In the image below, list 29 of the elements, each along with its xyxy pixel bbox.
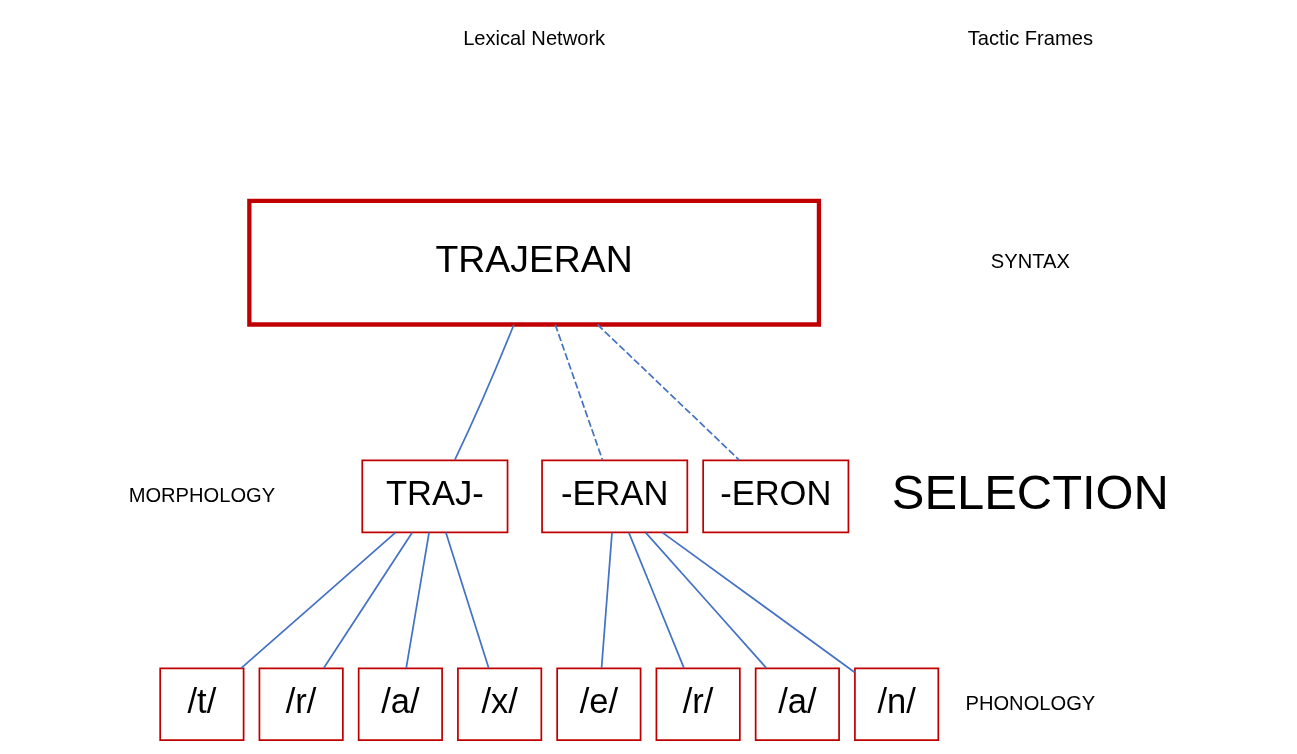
- connector: [445, 531, 490, 669]
- connector: [628, 531, 685, 669]
- label: Lexical Network: [463, 27, 606, 50]
- node-box: -ERAN: [541, 459, 689, 534]
- connector: [596, 323, 740, 461]
- connector: [453, 323, 515, 461]
- node-box: /n/: [854, 667, 940, 742]
- label: PHONOLOGY: [965, 691, 1096, 714]
- node-box: /e/: [556, 667, 642, 742]
- node-box: /a/: [754, 667, 840, 742]
- node-box: -ERON: [702, 459, 850, 534]
- connector: [554, 323, 604, 461]
- connector: [323, 531, 414, 669]
- connector: [600, 531, 613, 669]
- label: Tactic Frames: [967, 27, 1093, 50]
- connector: [240, 531, 397, 670]
- label: SELECTION: [891, 464, 1169, 519]
- node-box: /r/: [258, 667, 344, 742]
- connector: [644, 531, 768, 669]
- connector: [405, 531, 430, 669]
- node-box: /r/: [655, 667, 741, 742]
- node-box: TRAJ-: [361, 459, 509, 534]
- label: SYNTAX: [990, 249, 1070, 272]
- label: MORPHOLOGY: [128, 483, 276, 506]
- node-box: TRAJERAN: [247, 198, 822, 327]
- node-box: /a/: [357, 667, 443, 742]
- node-box: /x/: [457, 667, 543, 742]
- node-box: /t/: [159, 667, 245, 742]
- connector: [661, 531, 856, 674]
